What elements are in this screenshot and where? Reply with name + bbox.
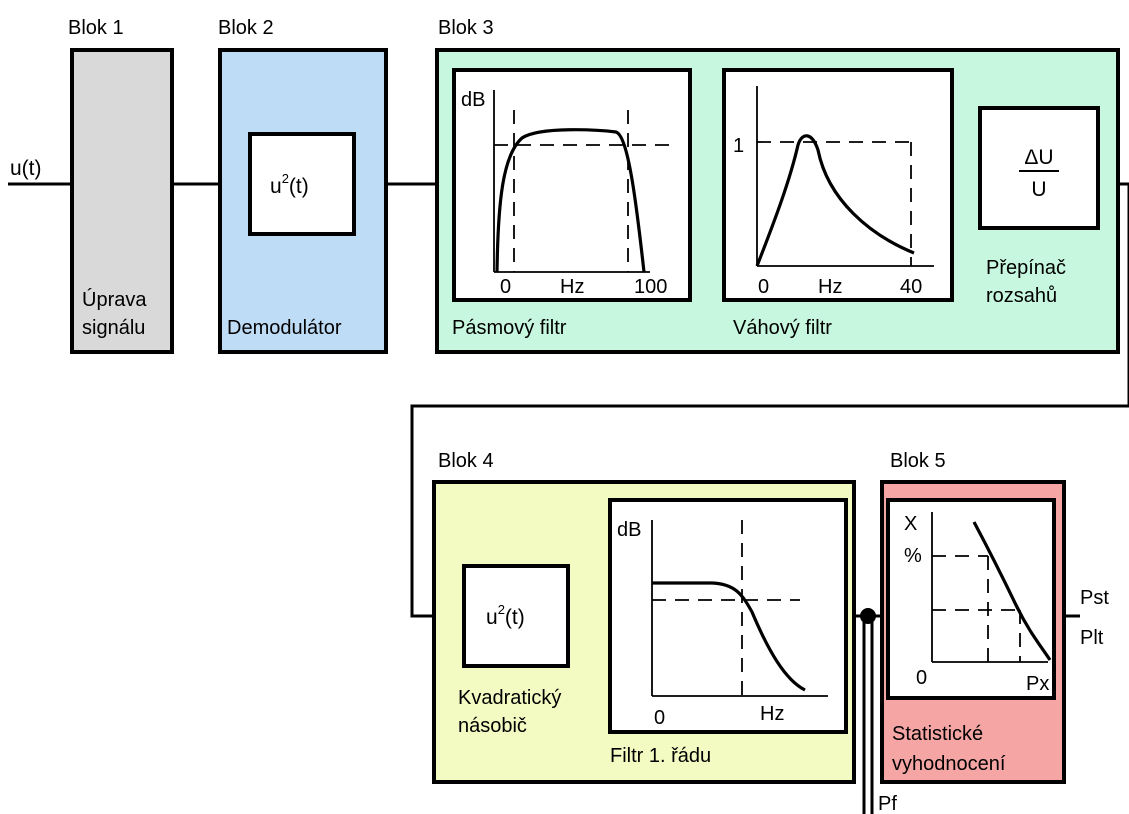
weighting-x-min: 0	[758, 276, 769, 298]
first-order-x-unit: Hz	[760, 703, 784, 725]
blok5-title: Blok 5	[890, 450, 946, 472]
weighting-caption: Váhový filtr	[733, 317, 832, 339]
range-switch-numerator: ΔU	[1024, 146, 1053, 169]
multiplier-caption-line1: Kvadratický	[458, 687, 561, 709]
blok2-caption: Demodulátor	[227, 317, 342, 339]
statistics-y-label: X	[904, 513, 917, 535]
multiplier-caption-line2: násobič	[458, 715, 527, 737]
bandpass-x-max: 100	[634, 276, 667, 298]
statistics-chart-box	[886, 498, 1056, 700]
range-switch-denominator: U	[1031, 178, 1046, 201]
range-switch-box	[978, 106, 1100, 230]
first-order-caption: Filtr 1. řádu	[610, 745, 711, 767]
square-function-box	[248, 132, 356, 236]
bandpass-x-unit: Hz	[560, 276, 584, 298]
blok1-box	[70, 48, 174, 354]
bandpass-response-plot	[493, 90, 670, 273]
blok1-title: Blok 1	[68, 17, 124, 39]
statistics-x-min: 0	[916, 667, 927, 689]
blok2-title: Blok 2	[218, 17, 274, 39]
output-plt-label: Plt	[1080, 627, 1104, 649]
first-order-x-min: 0	[654, 707, 665, 729]
weighting-filter-box	[722, 68, 954, 302]
first-order-filter-box	[608, 498, 848, 734]
statistics-caption-line1: Statistické	[892, 723, 983, 745]
branch-node	[860, 608, 876, 624]
multiplier-box	[462, 564, 570, 668]
weighting-y-tick: 1	[733, 135, 744, 157]
bandpass-filter-box	[452, 68, 692, 302]
range-switch-caption-line2: rozsahů	[986, 285, 1057, 307]
output-pst-label: Pst	[1080, 587, 1109, 609]
statistics-x-max: Px	[1026, 673, 1049, 695]
first-order-response-plot	[651, 520, 828, 697]
multiplier-label: u2(t)	[486, 602, 525, 629]
statistics-caption-line2: vyhodnocení	[892, 753, 1006, 775]
cumulative-probability-plot	[931, 512, 1052, 663]
blok4-title: Blok 4	[438, 450, 494, 472]
output-pf-label: Pf	[878, 793, 897, 814]
bandpass-x-min: 0	[500, 276, 511, 298]
bandpass-caption: Pásmový filtr	[452, 317, 567, 339]
blok3-title: Blok 3	[438, 17, 494, 39]
blok1-caption-line1: Úprava	[82, 288, 147, 311]
weighting-x-max: 40	[900, 276, 922, 298]
blok1-caption-line2: signálu	[82, 317, 145, 339]
weighting-response-plot	[755, 86, 934, 267]
square-function-label: u2(t)	[270, 171, 309, 198]
bandpass-y-label: dB	[461, 89, 485, 111]
input-label: u(t)	[10, 157, 42, 180]
weighting-x-unit: Hz	[818, 276, 842, 298]
first-order-y-label: dB	[617, 519, 641, 541]
statistics-y-unit: %	[904, 545, 922, 567]
range-switch-caption-line1: Přepínač	[986, 257, 1066, 279]
